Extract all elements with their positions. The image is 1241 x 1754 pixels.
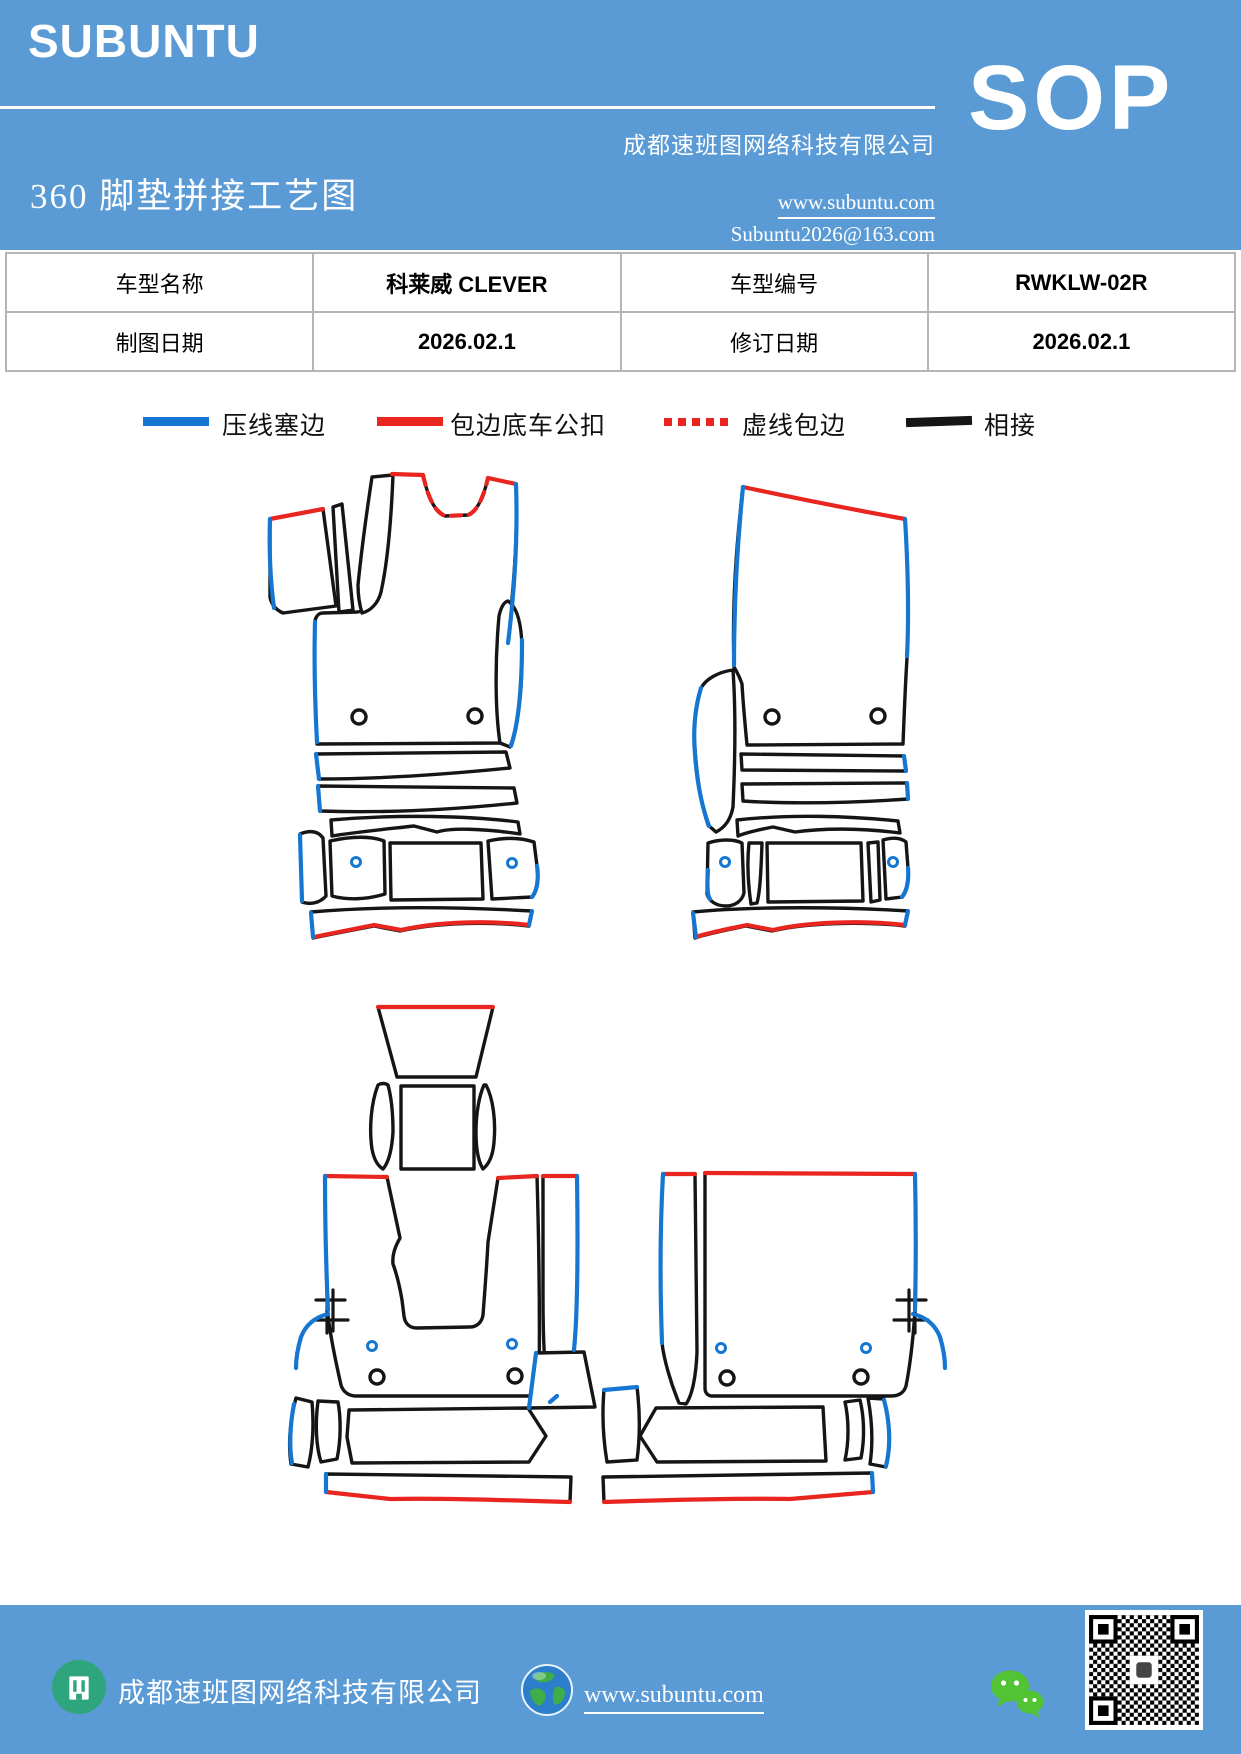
table-cell: 车型名称 bbox=[6, 253, 314, 312]
rear-mats-drawing bbox=[287, 1004, 948, 1505]
legend-label: 压线塞边 bbox=[222, 413, 327, 440]
wechat-icon bbox=[991, 1670, 1044, 1718]
page-header: SUBUNTU 360 脚垫拼接工艺图 成都速班图网络科技有限公司 www.su… bbox=[0, 0, 1241, 250]
table-cell: RWKLW-02R bbox=[927, 253, 1235, 312]
header-email[interactable]: Subuntu2026@163.com bbox=[730, 222, 935, 246]
table-cell: 2026.02.1 bbox=[927, 312, 1235, 371]
header-company-name: 成都速班图网络科技有限公司 bbox=[623, 133, 935, 158]
globe-icon bbox=[521, 1664, 573, 1716]
legend-label: 虚线包边 bbox=[742, 413, 847, 440]
building-icon bbox=[51, 1659, 107, 1715]
legend-swatch-binding-buckle bbox=[377, 417, 443, 426]
legend-label: 包边底车公扣 bbox=[450, 413, 607, 440]
page-footer: 成都速班图网络科技有限公司 www.subuntu.com bbox=[0, 1605, 1241, 1754]
table-cell: 车型编号 bbox=[620, 253, 928, 312]
footer-company-name: 成都速班图网络科技有限公司 bbox=[118, 1678, 482, 1708]
line-style-legend: 压线塞边 包边底车公扣 虚线包边 相接 bbox=[0, 400, 1241, 450]
legend-swatch-press-edge bbox=[143, 417, 209, 426]
brand-logo: SUBUNTU bbox=[28, 15, 260, 67]
table-cell: 修订日期 bbox=[620, 312, 928, 371]
table-cell: 制图日期 bbox=[6, 312, 314, 371]
legend-swatch-joint bbox=[905, 415, 973, 428]
table-cell: 2026.02.1 bbox=[313, 312, 621, 371]
front-right-mat-drawing bbox=[690, 484, 911, 940]
sop-badge: SOP bbox=[968, 47, 1175, 149]
header-divider bbox=[0, 106, 935, 109]
qr-code bbox=[1085, 1610, 1203, 1730]
vehicle-info-table: 车型名称 科莱威 CLEVER 车型编号 RWKLW-02R 制图日期 2026… bbox=[5, 252, 1236, 372]
legend-swatch-dashed-binding bbox=[664, 418, 730, 426]
page-title: 360 脚垫拼接工艺图 bbox=[30, 177, 359, 216]
front-left-mat-drawing bbox=[267, 471, 540, 940]
header-website-link[interactable]: www.subuntu.com bbox=[777, 190, 935, 219]
table-cell: 科莱威 CLEVER bbox=[313, 253, 621, 312]
footer-website-link[interactable]: www.subuntu.com bbox=[584, 1682, 764, 1714]
legend-label: 相接 bbox=[984, 413, 1037, 440]
